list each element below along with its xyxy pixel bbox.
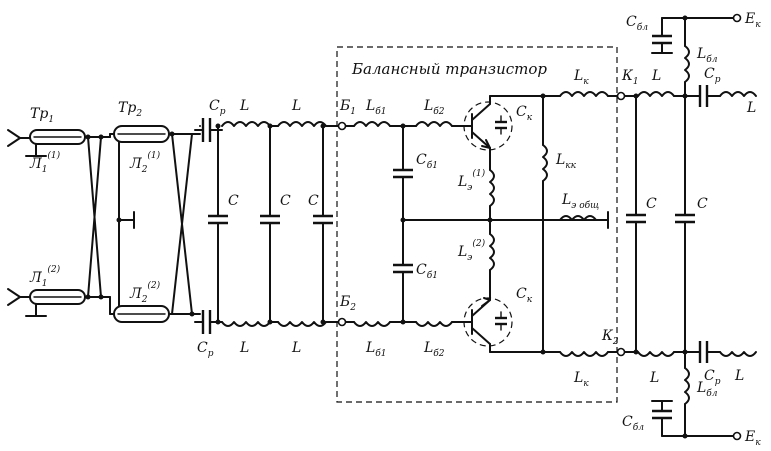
label-cbl-bottom: Сбл	[622, 414, 644, 433]
inductor-lb1-bottom	[353, 321, 391, 327]
label-b1: Б1	[339, 98, 356, 117]
label-lbl-top: Lбл	[696, 46, 718, 65]
label-l-out-right-bottom: L	[734, 368, 744, 384]
label-cb1-bottom: Сб1	[416, 262, 438, 281]
input-terminal	[7, 129, 21, 147]
label-l-top-2: L	[291, 98, 301, 114]
label-lb1-bottom: Lб1	[365, 340, 387, 359]
balanced-transistor-block	[336, 46, 618, 403]
label-l1-1: Л1(1)	[29, 150, 61, 175]
inductor-le2	[489, 233, 495, 271]
label-cp-top: Ср	[209, 98, 226, 117]
inductor-le1	[489, 169, 495, 207]
inductor-lbl-top	[684, 45, 690, 83]
label-ek-bottom: Ек	[744, 429, 761, 448]
label-c-3: С	[308, 193, 319, 209]
input-ladder-filter	[194, 118, 343, 334]
label-l-out-bottom: L	[649, 370, 659, 386]
inductor-lb2-top	[415, 121, 453, 127]
label-cb1-top: Сб1	[416, 152, 438, 171]
inductor-l-bottom-1	[221, 321, 271, 327]
inductor-lb2-bottom	[415, 321, 453, 327]
label-lbl-bottom: Lбл	[696, 380, 718, 399]
label-le2: Lэ(2)	[457, 238, 486, 263]
inductor-le-common	[559, 215, 597, 221]
inductor-lkk	[542, 144, 548, 182]
transistor-2	[463, 297, 513, 353]
output-section	[616, 13, 757, 441]
label-l1-2: Л1(2)	[29, 264, 61, 289]
shunt-capacitors	[208, 123, 333, 325]
label-c-out-2: С	[697, 196, 708, 212]
label-c-out-1: С	[646, 196, 657, 212]
label-le-common: Lэ общ	[561, 192, 599, 211]
label-ck-bottom: Ск	[516, 286, 533, 305]
label-lb2-bottom: Lб2	[423, 340, 445, 359]
inductor-l-top-2	[277, 121, 327, 127]
terminal-k1	[616, 91, 626, 101]
label-l-bottom-1: L	[239, 340, 249, 356]
inductor-l-bottom-2	[277, 321, 327, 327]
transistor-1	[463, 95, 513, 171]
label-le1: Lэ(1)	[457, 168, 486, 193]
label-cp-out-top: Ср	[704, 66, 721, 85]
inductor-lbl-bottom	[684, 367, 690, 405]
label-l2-2: Л2(2)	[129, 280, 161, 305]
inductor-lk-top	[559, 91, 609, 97]
label-l-out-top: L	[651, 68, 661, 84]
inductor-out-bottom	[637, 351, 675, 357]
label-lb2-top: Lб2	[423, 98, 445, 117]
label-tp2: Тр2	[118, 100, 142, 119]
label-k2: К2	[601, 328, 619, 347]
label-lkk: Lкк	[555, 152, 577, 171]
label-cp-out-bottom: Ср	[704, 368, 721, 387]
label-l2-1: Л2(1)	[129, 150, 161, 175]
label-ek-top: Ек	[744, 11, 761, 30]
inductor-out-top	[637, 91, 675, 97]
input-transformer-section	[7, 125, 201, 323]
terminal-b2	[337, 317, 347, 327]
label-l-top-1: L	[239, 98, 249, 114]
label-cbl-top: Сбл	[626, 14, 648, 33]
block-boundary	[336, 46, 618, 403]
label-tp1: Тр1	[30, 106, 54, 125]
supply-terminal-bottom	[732, 431, 742, 441]
label-k1: К1	[621, 68, 639, 87]
label-l-out-right-top: L	[746, 100, 756, 116]
label-lb1-top: Lб1	[365, 98, 387, 117]
label-lk-bottom: Lк	[573, 370, 589, 389]
label-c-1: С	[228, 193, 239, 209]
supply-terminal-top	[732, 13, 742, 23]
label-b2: Б2	[339, 294, 356, 313]
label-c-2: С	[280, 193, 291, 209]
block-title: Балансный транзистор	[351, 60, 547, 78]
terminal-k2	[616, 347, 626, 357]
inductor-l-top-1	[221, 121, 271, 127]
inductor-lk-bottom	[559, 351, 609, 357]
label-cp-bottom: Ср	[197, 340, 214, 359]
label-ck-top: Ск	[516, 104, 533, 123]
label-l-bottom-2: L	[291, 340, 301, 356]
inductor-lb1-top	[353, 121, 391, 127]
terminal-b1	[337, 121, 347, 131]
input-terminal-2	[7, 288, 21, 306]
label-lk-top: Lк	[573, 68, 589, 87]
component-labels: Балансный транзистор Тр1 Тр2 Л1(1) Л1(2)…	[29, 11, 761, 448]
